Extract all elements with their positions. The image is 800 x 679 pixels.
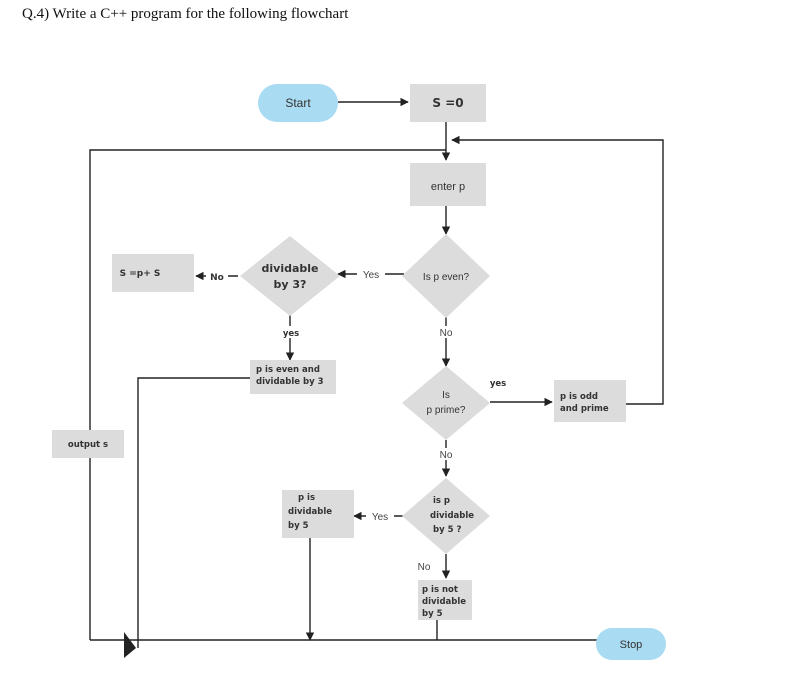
p-div5-label-2: dividable [288, 507, 332, 517]
edge-label-no-even: No [440, 328, 453, 339]
odd-prime-box [554, 380, 626, 422]
not-div5-label-2: dividable [422, 597, 466, 607]
is-prime-decision [402, 366, 490, 440]
edge-label-no-prime: No [440, 450, 453, 461]
loop-right-line [451, 135, 664, 405]
output-label: output s [68, 440, 108, 450]
p-div5-box [282, 490, 354, 538]
edge-label-yes-prime: yes [490, 379, 506, 389]
even-div3-label-2: dividable by 3 [256, 377, 324, 387]
s-zero-box [410, 84, 486, 122]
div5-label-3: by 5 ? [433, 525, 461, 535]
stop-label: Stop [620, 639, 643, 651]
odd-prime-label-1: p is odd [560, 392, 598, 402]
question-title: Q.4) Write a C++ program for the followi… [22, 6, 349, 22]
s-update-label: S =p+ S [120, 269, 161, 279]
even-div3-box [250, 360, 336, 394]
line-evendiv3-down [137, 377, 250, 648]
output-box [52, 430, 124, 458]
start-terminal [258, 84, 338, 122]
is-prime-label-2: p prime? [427, 405, 466, 416]
edge-label-yes-lower: yes [283, 329, 299, 339]
is-prime-label-1: Is [442, 390, 450, 401]
arrow-bottom-icon [124, 632, 136, 658]
enter-p-label: enter p [431, 181, 465, 193]
div3-label-2: by 3? [274, 278, 307, 291]
loop-left-line [89, 149, 446, 430]
not-div5-box [418, 580, 472, 620]
s-zero-label: S =0 [432, 96, 463, 110]
div3-decision [240, 236, 340, 316]
div5-decision [402, 478, 490, 554]
edge-label-no-div5: No [418, 562, 431, 573]
edge-label-no-s: No [210, 273, 224, 283]
div5-label-2: dividable [430, 511, 474, 521]
s-update-box [112, 254, 194, 292]
is-even-decision [402, 234, 490, 318]
edge-label-yes-div5: Yes [372, 512, 388, 523]
div5-label-1: is p [433, 496, 450, 506]
p-div5-label-3: by 5 [288, 521, 309, 531]
p-div5-label-1: p is [298, 493, 315, 503]
odd-prime-label-2: and prime [560, 404, 609, 414]
connectors [89, 97, 664, 648]
enter-p-box [410, 163, 486, 206]
is-even-label: Is p even? [423, 272, 470, 283]
edge-label-yes-div3: Yes [363, 270, 379, 281]
start-label: Start [285, 96, 311, 110]
even-div3-label-1: p is even and [256, 365, 320, 375]
stop-terminal [596, 628, 666, 660]
not-div5-label-3: by 5 [422, 609, 443, 619]
not-div5-label-1: p is not [422, 585, 458, 595]
div3-label-1: dividable [262, 262, 319, 275]
